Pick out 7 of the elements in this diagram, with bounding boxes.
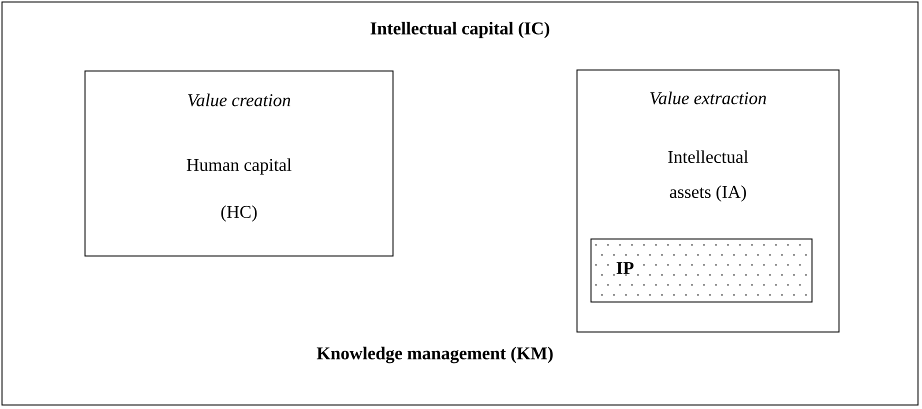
box-label: IP xyxy=(616,262,634,274)
box-text: Value creation xyxy=(188,94,290,106)
box-text: Intellectual assets (IA) xyxy=(668,150,748,202)
heading: Knowledge management (KM) xyxy=(316,346,553,364)
box-text: Human capital (HC) xyxy=(186,158,292,222)
box-text: Value extraction xyxy=(650,92,766,104)
heading: Intellectual capital (IC) xyxy=(370,22,550,38)
